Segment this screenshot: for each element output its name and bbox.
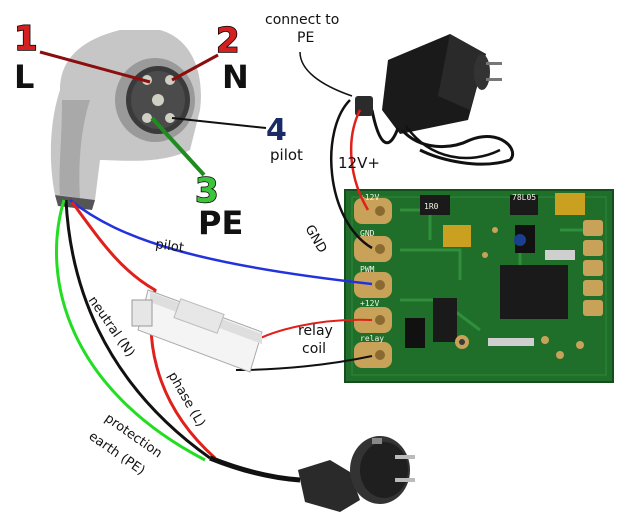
pin3-name: PE bbox=[198, 204, 243, 242]
wire-pe bbox=[54, 199, 206, 462]
pin4-name: pilot bbox=[270, 146, 303, 164]
svg-text:1R0: 1R0 bbox=[424, 202, 439, 211]
pad-label-12v-top: +12V bbox=[360, 193, 379, 202]
wire-pe-link bbox=[299, 51, 353, 97]
pin4-pointer bbox=[171, 117, 267, 129]
pin2-number: 2 bbox=[216, 21, 240, 61]
pad-label-relay: relay bbox=[360, 334, 384, 343]
wire-12v bbox=[349, 109, 370, 211]
board-pad-column bbox=[354, 198, 392, 368]
relay-module bbox=[131, 289, 263, 373]
wire-gnd bbox=[330, 99, 373, 250]
pin1-number: 1 bbox=[14, 19, 38, 59]
relay-coil-label-line2: coil bbox=[302, 341, 326, 357]
wire-neutral bbox=[64, 199, 211, 460]
phase-label: phase (L) bbox=[165, 370, 208, 430]
12v-label: 12V+ bbox=[338, 154, 380, 172]
pin4-number: 4 bbox=[266, 113, 287, 148]
pin2-pointer bbox=[171, 53, 219, 82]
connect-pe-label-line1: connect to bbox=[265, 12, 339, 28]
pad-label-12v-bottom: +12V bbox=[360, 299, 379, 308]
pad-label-gnd: GND bbox=[360, 229, 375, 238]
svg-text:78L05: 78L05 bbox=[512, 193, 536, 202]
pad-label-pwm: PWM bbox=[360, 265, 375, 274]
pin1-pointer bbox=[39, 50, 151, 84]
wire-pilot bbox=[69, 199, 373, 286]
connect-pe-label-line2: PE bbox=[297, 30, 314, 46]
ev-connector-plug bbox=[50, 30, 201, 210]
power-adapter bbox=[355, 34, 514, 166]
neutral-label: neutral (N) bbox=[85, 294, 138, 360]
pin3-pointer bbox=[150, 116, 206, 177]
gnd-label: GND bbox=[302, 223, 330, 256]
pin2-name: N bbox=[222, 58, 249, 96]
pin1-name: L bbox=[14, 58, 34, 96]
pin3-number: 3 bbox=[195, 171, 219, 211]
mains-plug bbox=[209, 436, 415, 512]
pilot-wire-label: pilot bbox=[154, 237, 184, 256]
relay-coil-label-line1: relay bbox=[298, 323, 333, 339]
